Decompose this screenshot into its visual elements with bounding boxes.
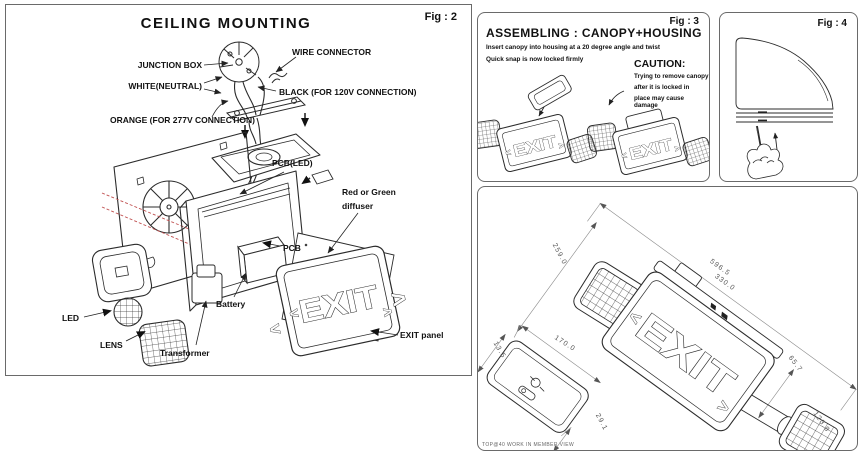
- dim-body-length: 330.0: [713, 273, 736, 292]
- fig3-canopy-insert-arrow: [538, 106, 545, 117]
- wire-connector-drawing: [268, 72, 288, 84]
- fig3-panel: Fig : 3 ASSEMBLING : CANOPY+HOUSING Inse…: [477, 12, 710, 182]
- led-drawing: [113, 297, 143, 327]
- fig4-panel: Fig : 4: [719, 12, 858, 182]
- junction-box-drawing: [218, 41, 260, 83]
- label-wire-connector: WIRE CONNECTOR: [292, 47, 371, 57]
- dim-canopy-depth: 29.1: [594, 413, 609, 433]
- label-diffuser-2: diffuser: [342, 201, 374, 211]
- fig2-label: Fig : 2: [424, 11, 457, 23]
- label-black-120v: BLACK (FOR 120V CONNECTION): [279, 87, 417, 97]
- dimension-view-panel: EXIT < >: [477, 186, 858, 451]
- fig4-label: Fig : 4: [817, 18, 847, 29]
- fig3-title: ASSEMBLING : CANOPY+HOUSING: [486, 26, 702, 40]
- fig4-hand: [746, 143, 784, 180]
- fig3-left-chevron-left: <: [504, 147, 512, 158]
- fig3-right-unit: EXIT < >: [586, 108, 709, 176]
- dim-canopy-length: 170.0: [553, 334, 577, 353]
- fig3-drawing: EXIT < > EXIT < >: [478, 74, 709, 176]
- fig3-floating-canopy: [527, 74, 572, 111]
- dim-overall-height: 259.0: [551, 242, 568, 266]
- label-pcb-led: PCB(LED): [272, 158, 313, 168]
- dim-view-footer-note: TOP@40 WORK IN MEMBER VIEW: [482, 442, 574, 448]
- label-led: LED: [62, 313, 79, 323]
- dimension-drawing: EXIT < >: [478, 202, 857, 450]
- label-battery: Battery: [216, 299, 246, 309]
- lamp-head-back-drawing: [91, 243, 153, 303]
- fig3-left-chevron-right: >: [557, 140, 565, 151]
- label-diffuser-1: Red or Green: [342, 187, 396, 197]
- dim-canopy-plate: [486, 325, 601, 433]
- dim-canopy-dim-lines: [478, 324, 572, 450]
- fig3-instruction-1: Insert canopy into housing at a 20 degre…: [486, 44, 661, 51]
- fig3-right-chevron-right: >: [673, 143, 681, 154]
- fig2-diffuser-chevron-right: >: [389, 285, 408, 314]
- fig2-exit-chevron-right: >: [382, 303, 394, 321]
- fig2-diffuser-chevron-left: <: [268, 318, 282, 340]
- dim-housing-depth: 65.7: [787, 355, 804, 374]
- dim-right-lamp-head: [740, 394, 845, 450]
- fig3-instruction-2: Quick snap is now locked firmly: [486, 56, 584, 63]
- fig4-housing-profile: [735, 37, 834, 123]
- fig2-drawing: EXIT < > > <: [62, 41, 443, 367]
- pcb-led-flag: [301, 169, 334, 185]
- fig2-exit-chevron-left: <: [288, 305, 300, 323]
- lens-drawing: [138, 319, 190, 367]
- fig3-label: Fig : 3: [669, 16, 699, 27]
- fig3-left-unit: EXIT < >: [478, 113, 597, 173]
- fig3-caution-title: CAUTION:: [634, 58, 686, 70]
- exit-panel-drawing: EXIT < >: [275, 245, 401, 357]
- fig3-caution-arrow: [608, 90, 625, 106]
- label-pcb: PCB: [283, 243, 301, 253]
- fig2-panel: CEILING MOUNTING Fig : 2: [5, 4, 472, 376]
- fig3-caution-3: place may cause damage: [634, 95, 685, 109]
- fig2-title: CEILING MOUNTING: [140, 15, 312, 32]
- fig3-caution-2: after it is locked in: [634, 84, 690, 91]
- dim-sign-body: EXIT < >: [601, 260, 784, 432]
- label-orange-277v: ORANGE (FOR 277V CONNECTION): [110, 115, 255, 125]
- fig4-drawing: [735, 37, 834, 180]
- fig3-right-chevron-left: <: [620, 150, 628, 161]
- label-junction-box: JUNCTION BOX: [138, 60, 203, 70]
- mounting-bracket-drawing: [226, 96, 309, 139]
- label-white-neutral: WHITE(NEUTRAL): [128, 81, 202, 91]
- label-lens: LENS: [100, 340, 123, 350]
- label-transformer: Transformer: [160, 348, 210, 358]
- fig3-caution-1: Trying to remove canopy: [634, 73, 709, 80]
- label-exit-panel: EXIT panel: [400, 330, 443, 340]
- fig2-leader-lines: [83, 56, 399, 346]
